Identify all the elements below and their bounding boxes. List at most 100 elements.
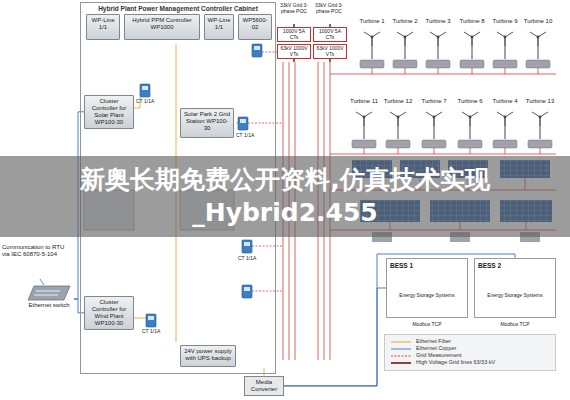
meter xyxy=(140,84,150,97)
meter xyxy=(242,285,252,298)
turbine-node: Turbine 6 xyxy=(453,98,487,148)
transformer-box: 1000V 5A CTs xyxy=(277,27,311,42)
legend-line xyxy=(391,348,411,349)
legend-label: Ethernet Fiber xyxy=(416,338,451,345)
switch-node: Ethernet switch xyxy=(24,282,74,316)
node-label: Turbine 8 xyxy=(455,18,489,25)
legend-sample xyxy=(390,346,412,352)
turbine-node: Turbine 1 xyxy=(355,18,389,68)
turbine-icon xyxy=(422,112,446,148)
legend-item: Grid Measurement xyxy=(390,352,550,359)
node-label: Turbine 11 xyxy=(347,98,381,105)
node-label: Hybrid Plant Power Management Controller… xyxy=(83,5,273,12)
legend-item: High Voltage Grid lines 63/33 kV xyxy=(390,359,550,366)
turbine-icon xyxy=(528,112,552,148)
grid-wire xyxy=(364,148,540,154)
node-label: Cluster Controller for Wind Plant WP100-… xyxy=(87,299,131,327)
turbine-node: Turbine 7 xyxy=(417,98,451,148)
turbine-icon xyxy=(393,32,417,68)
annotation: Modbus TCP xyxy=(395,322,459,328)
transformer-box: 63kV 1000V VTs xyxy=(313,44,347,59)
switch-icon xyxy=(40,279,44,285)
legend-label: High Voltage Grid lines 63/33 kV xyxy=(416,359,495,366)
turbine-icon xyxy=(460,32,484,68)
legend-line xyxy=(391,341,411,342)
controller-box: Hybrid PPM Controller WP1000 xyxy=(124,14,200,40)
node-label: Turbine 4 xyxy=(488,98,522,105)
controller-box: Cluster Controller for Wind Plant WP100-… xyxy=(84,296,134,330)
node-label: 1000V 5A CTs xyxy=(279,29,309,40)
node-label: 63kV 1000V VTs xyxy=(279,46,309,57)
turbine-node: Turbine 2 xyxy=(388,18,422,68)
legend-sample xyxy=(390,353,412,359)
legend-line xyxy=(391,355,411,356)
node-label: 63kV 1000V VTs xyxy=(315,46,345,57)
node-label: Cluster Controller for Solar Plant WP100… xyxy=(87,98,131,126)
turbine-icon xyxy=(458,112,482,148)
ethernet-connector xyxy=(284,288,386,386)
annotation: Communication to RTU via IEC 60870-5-104 xyxy=(2,244,70,258)
turbine-node: Turbine 8 xyxy=(455,18,489,68)
node-label: WP-Line 1/1 xyxy=(207,17,231,31)
node-label: Media Converter xyxy=(247,379,281,393)
transformer-box: 63kV 1000V VTs xyxy=(277,44,311,59)
legend-item: Ethernet Fiber xyxy=(390,338,550,345)
turbine-icon xyxy=(526,32,550,68)
legend-label: Ethernet Copper xyxy=(416,345,456,352)
annotation: CT 1/1A xyxy=(238,256,262,262)
annotation: 33kV Grid 3-phase POC xyxy=(278,3,310,15)
converter-box: Media Converter xyxy=(244,376,284,396)
annotation: CT 1/1A xyxy=(142,329,166,335)
turbine-node: Turbine 10 xyxy=(521,18,555,68)
storage-box: BESS 2 Energy Storage Systems xyxy=(474,258,556,318)
legend-line xyxy=(391,362,411,364)
turbine-node: Turbine 9 xyxy=(488,18,522,68)
node-subtitle: Energy Storage Systems xyxy=(478,293,552,299)
controller-box: Solar Park 2 Grid Station WP100-30 xyxy=(180,108,234,138)
node-label: 1000V 5A CTs xyxy=(315,29,345,40)
node-label: Ethernet switch xyxy=(24,302,74,309)
switch-icon xyxy=(28,279,70,300)
annotation: CT 1/1A xyxy=(236,133,260,139)
node-label: Turbine 6 xyxy=(453,98,487,105)
switch-icon xyxy=(28,286,70,300)
node-label: Turbine 13 xyxy=(523,98,557,105)
watermark: 新奥长期免费公开资料,仿真技术实现_Hybrid2.455 xyxy=(0,156,570,237)
turbine-icon xyxy=(360,32,384,68)
meter xyxy=(146,314,156,327)
turbine-node: Turbine 3 xyxy=(421,18,455,68)
legend-label: Grid Measurement xyxy=(416,352,462,359)
node-label: Turbine 12 xyxy=(381,98,415,105)
grid-wire xyxy=(372,68,538,74)
annotation: Modbus TCP xyxy=(483,322,547,328)
turbine-node: Turbine 13 xyxy=(523,98,557,148)
node-label: Turbine 2 xyxy=(388,18,422,25)
controller-box: WP5600-02 xyxy=(238,14,272,40)
legend: Ethernet FiberEthernet CopperGrid Measur… xyxy=(384,334,556,371)
node-label: Hybrid PPM Controller WP1000 xyxy=(127,17,197,31)
annotation: CT 1/1A xyxy=(136,99,160,105)
node-label: BESS 2 xyxy=(478,262,552,269)
controller-box: WP-Line 1/1 xyxy=(86,14,120,40)
node-label: WP5600-02 xyxy=(241,17,269,31)
annotation: 33kV Grid 3-phase POC xyxy=(313,3,345,15)
node-label: Turbine 10 xyxy=(521,18,555,25)
turbine-node: Turbine 11 xyxy=(347,98,381,148)
controller-box: 24V power supply with UPS backup xyxy=(180,345,236,367)
turbine-icon xyxy=(352,32,552,148)
node-subtitle: Energy Storage Systems xyxy=(390,293,464,299)
node-label: WP-Line 1/1 xyxy=(89,17,117,31)
meter xyxy=(238,117,248,130)
turbine-icon xyxy=(426,32,450,68)
node-label: Turbine 9 xyxy=(488,18,522,25)
turbine-node: Turbine 4 xyxy=(488,98,522,148)
meter xyxy=(252,44,262,57)
node-label: Solar Park 2 Grid Station WP100-30 xyxy=(183,111,231,132)
controller-box: WP-Line 1/1 xyxy=(204,14,234,40)
storage-box: BESS 1Energy Storage Systems xyxy=(386,258,468,318)
node-label: Turbine 1 xyxy=(355,18,389,25)
node-label: Turbine 7 xyxy=(417,98,451,105)
switch-icon xyxy=(34,291,60,295)
meter xyxy=(242,240,252,253)
